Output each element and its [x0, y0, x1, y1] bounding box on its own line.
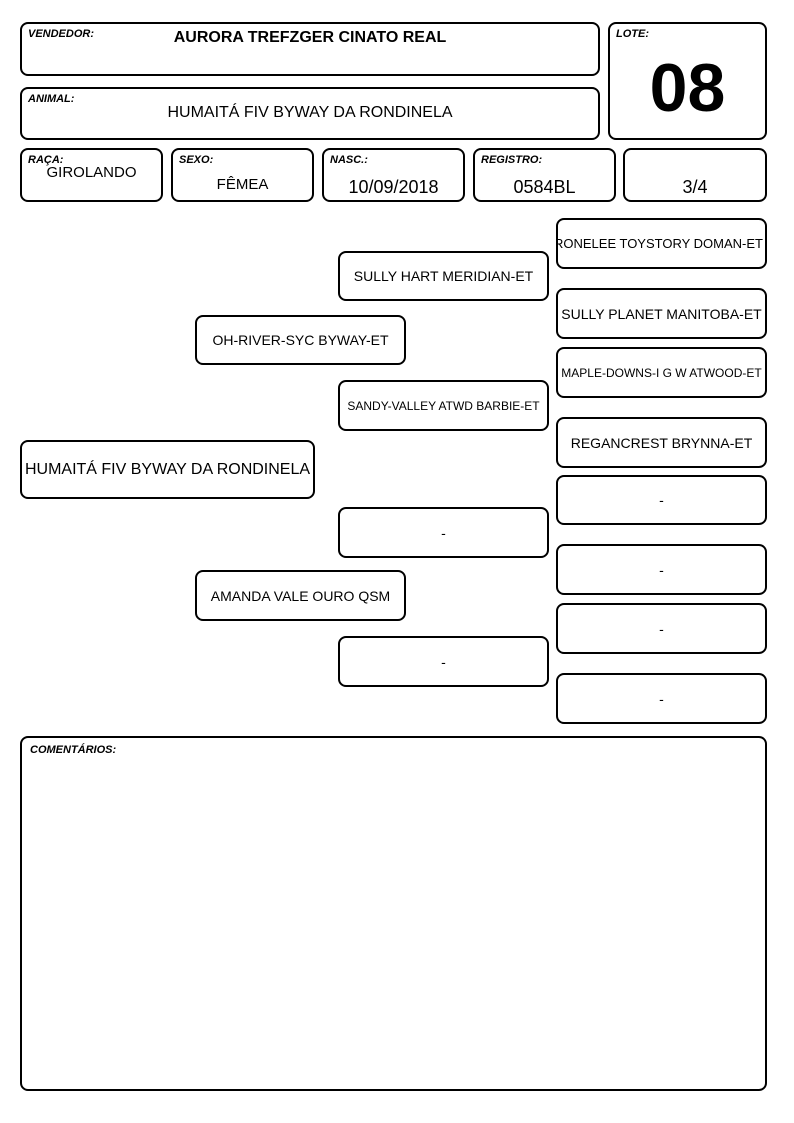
pedigree-animal: HUMAITÁ FIV BYWAY DA RONDINELA — [20, 440, 315, 499]
pedigree-dam: AMANDA VALE OURO QSM — [195, 570, 406, 621]
pedigree-ggp-1: RONELEE TOYSTORY DOMAN-ET — [556, 218, 767, 269]
vendedor-label: VENDEDOR: — [28, 28, 95, 40]
registro-value: 0584BL — [513, 177, 576, 197]
animal-label: ANIMAL: — [28, 93, 75, 105]
comments-box[interactable]: COMENTÁRIOS: — [20, 736, 767, 1091]
nasc-box: NASC.: 10/09/2018 — [322, 148, 465, 202]
pedigree-ggp-5: - — [556, 475, 767, 525]
registro-label: REGISTRO: — [481, 154, 543, 166]
pedigree-ggp-7: - — [556, 603, 767, 654]
vendedor-box: VENDEDOR: AURORA TREFZGER CINATO REAL — [20, 22, 600, 76]
sexo-label: SEXO: — [179, 154, 214, 166]
raca-value: GIROLANDO — [46, 164, 137, 181]
sexo-value: FÊMEA — [216, 176, 269, 193]
pedigree-sire: OH-RIVER-SYC BYWAY-ET — [195, 315, 406, 365]
pedigree-ggp-8: - — [556, 673, 767, 724]
pedigree-ggp-2: SULLY PLANET MANITOBA-ET — [556, 288, 767, 339]
nasc-value: 10/09/2018 — [348, 177, 439, 197]
sexo-box: SEXO: FÊMEA — [171, 148, 314, 202]
pedigree-ggp-4: REGANCREST BRYNNA-ET — [556, 417, 767, 468]
pedigree-dam-sire: - — [338, 507, 549, 558]
grau-value: 3/4 — [682, 177, 708, 197]
pedigree-sire-dam: SANDY-VALLEY ATWD BARBIE-ET — [338, 380, 549, 431]
animal-box: ANIMAL: HUMAITÁ FIV BYWAY DA RONDINELA — [20, 87, 600, 140]
pedigree-ggp-3: MAPLE-DOWNS-I G W ATWOOD-ET — [556, 347, 767, 398]
pedigree-dam-dam: - — [338, 636, 549, 687]
vendedor-name: AURORA TREFZGER CINATO REAL — [173, 29, 447, 46]
animal-name: HUMAITÁ FIV BYWAY DA RONDINELA — [167, 104, 453, 121]
raca-box: RAÇA: GIROLANDO — [20, 148, 163, 202]
pedigree-sire-sire: SULLY HART MERIDIAN-ET — [338, 251, 549, 301]
lote-box: LOTE: 08 — [608, 22, 767, 140]
comments-text[interactable] — [30, 764, 757, 1081]
grau-box: 3/4 — [623, 148, 767, 202]
lote-number: 08 — [649, 50, 726, 126]
nasc-label: NASC.: — [330, 154, 368, 166]
raca-label: RAÇA: — [28, 154, 64, 166]
comments-label: COMENTÁRIOS: — [30, 744, 117, 756]
registro-box: REGISTRO: 0584BL — [473, 148, 616, 202]
lote-label: LOTE: — [616, 28, 649, 40]
pedigree-ggp-6: - — [556, 544, 767, 595]
